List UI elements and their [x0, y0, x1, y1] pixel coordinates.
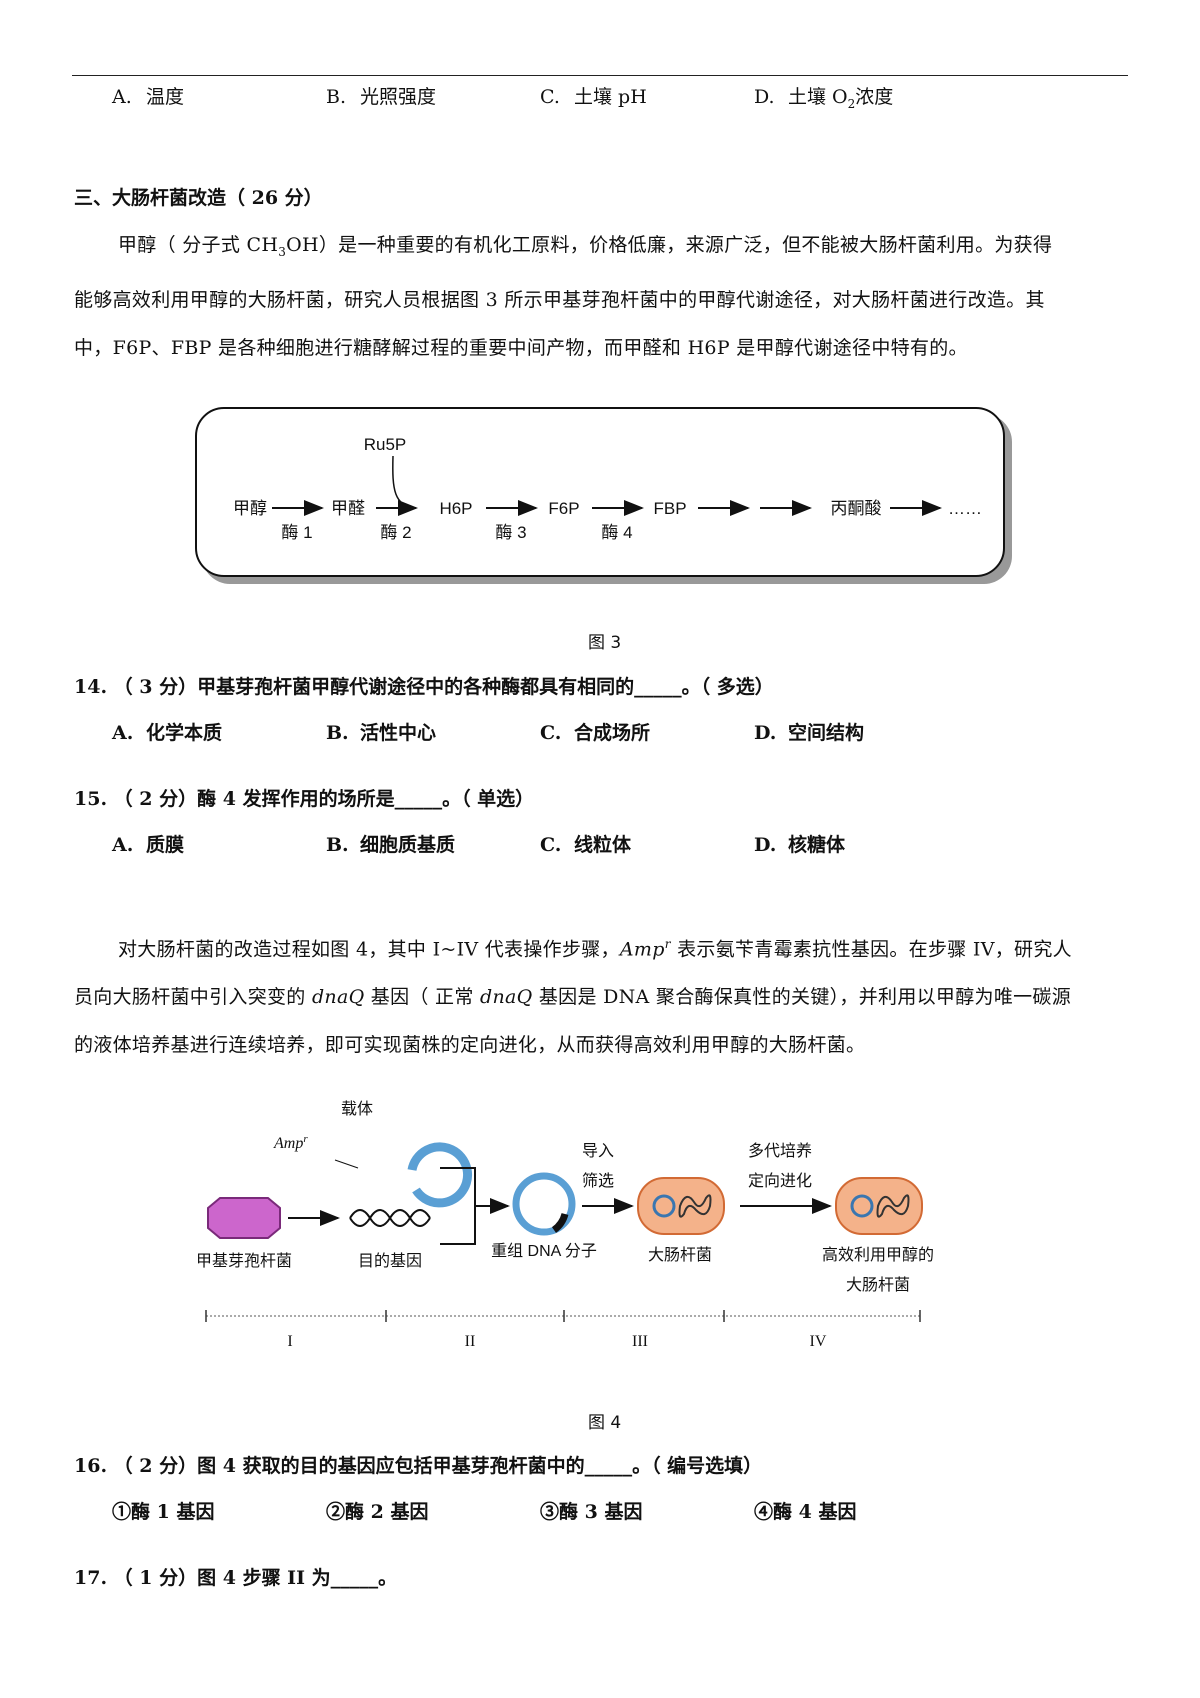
- q14-option-c[interactable]: C.合成场所: [540, 722, 651, 744]
- q16-option-1[interactable]: ①酶 1 基因: [112, 1501, 215, 1523]
- question-16: 16. （ 2 分）图 4 获取的目的基因应包括甲基芽孢杆菌中的_____。（ …: [74, 1455, 763, 1477]
- q16-option-2[interactable]: ②酶 2 基因: [326, 1501, 429, 1523]
- q15-option-a[interactable]: A.质膜: [112, 834, 185, 856]
- question-17: 17. （ 1 分）图 4 步骤 II 为_____。: [74, 1567, 398, 1589]
- enzyme-4-label: 酶 4: [601, 523, 632, 542]
- figure-4-caption: 图 4: [588, 1413, 622, 1433]
- figure-4-process: 载体 Ampr 甲基芽孢杆菌 目的基因 重组 DNA 分子 导入 筛选 大肠杆菌…: [196, 1100, 934, 1350]
- option-a[interactable]: A.温度: [112, 86, 185, 108]
- question-16-options: ①酶 1 基因 ②酶 2 基因 ③酶 3 基因 ④酶 4 基因: [112, 1497, 1112, 1525]
- step-3-label: III: [632, 1333, 648, 1350]
- option-c[interactable]: C.土壤 pH: [540, 86, 647, 108]
- section-title: 三、大肠杆菌改造（ 26 分）: [74, 187, 323, 209]
- amp-pointer: [334, 1159, 359, 1169]
- question-15-options: A.质膜 B.细胞质基质 C.线粒体 D.核糖体: [112, 830, 1112, 858]
- ecoli-chromosome: [678, 1194, 712, 1218]
- vector-plasmid: [407, 1142, 473, 1208]
- amp-label: Ampr: [273, 1133, 308, 1152]
- step-2-label: II: [465, 1333, 476, 1350]
- ru5p-label: Ru5P: [364, 435, 407, 454]
- carrier-label: 载体: [341, 1100, 373, 1118]
- node-fbp: FBP: [653, 499, 686, 518]
- recombinant-plasmid: [512, 1172, 576, 1236]
- culture-label: 多代培养: [748, 1142, 812, 1160]
- figure-3-caption: 图 3: [588, 633, 622, 653]
- figure-3-frame: [195, 407, 1005, 577]
- import-label: 导入: [582, 1142, 614, 1160]
- recombinant-label: 重组 DNA 分子: [491, 1242, 597, 1260]
- bacillus-cell: [207, 1197, 281, 1239]
- intro-paragraph-2: 对大肠杆菌的改造过程如图 4，其中 I~IV 代表操作步骤，Ampr 表示氨苄青…: [74, 937, 1072, 1057]
- question-14-options: A.化学本质 B.活性中心 C.合成场所 D.空间结构: [112, 718, 1112, 746]
- option-b[interactable]: B.光照强度: [326, 86, 437, 108]
- q16-option-3[interactable]: ③酶 3 基因: [540, 1501, 643, 1523]
- target-gene-label: 目的基因: [358, 1252, 422, 1270]
- q15-option-d[interactable]: D.核糖体: [754, 834, 846, 856]
- header-rule: [72, 75, 1128, 76]
- node-f6p: F6P: [548, 499, 579, 518]
- node-h6p: H6P: [439, 499, 472, 518]
- q15-option-c[interactable]: C.线粒体: [540, 834, 632, 856]
- evolved-ecoli-chromosome: [876, 1194, 910, 1218]
- q14-option-a[interactable]: A.化学本质: [112, 722, 223, 744]
- ecoli-plasmid: [652, 1194, 676, 1218]
- question-15: 15. （ 2 分）酶 4 发挥作用的场所是_____。（ 单选）: [74, 788, 535, 810]
- dna-strand-2: [349, 1209, 431, 1227]
- step-1-label: I: [287, 1333, 292, 1350]
- node-ellipsis: ……: [948, 499, 982, 518]
- q14-option-d[interactable]: D.空间结构: [754, 722, 865, 744]
- question-14: 14. （ 3 分）甲基芽孢杆菌甲醇代谢途径中的各种酶都具有相同的_____。（…: [74, 676, 774, 698]
- option-d[interactable]: D.土壤 O2浓度: [754, 86, 894, 111]
- intro-paragraph: 甲醇（ 分子式 CH3OH）是一种重要的有机化工原料，价格低廉，来源广泛，但不能…: [74, 234, 1053, 359]
- node-methanol: 甲醇: [233, 499, 267, 518]
- q15-option-b[interactable]: B.细胞质基质: [326, 834, 456, 856]
- prev-question-options: A.温度 B.光照强度 C.土壤 pH D.土壤 O2浓度: [112, 82, 1112, 111]
- result-label-line1: 高效利用甲醇的: [822, 1246, 934, 1264]
- screen-label: 筛选: [582, 1171, 614, 1190]
- result-label-line2: 大肠杆菌: [846, 1276, 910, 1294]
- step-4-label: IV: [810, 1333, 827, 1350]
- figure-3-pathway: Ru5P 甲醇 甲醛 H6P F6P FBP 丙酮酸 …… 酶 1 酶 2 酶 …: [195, 407, 1012, 584]
- q14-option-b[interactable]: B.活性中心: [326, 722, 437, 744]
- inserted-gene-segment: [551, 1212, 569, 1233]
- q16-option-4[interactable]: ④酶 4 基因: [754, 1501, 857, 1523]
- enzyme-2-label: 酶 2: [380, 523, 411, 542]
- ecoli-label: 大肠杆菌: [648, 1246, 712, 1264]
- enzyme-3-label: 酶 3: [495, 523, 526, 542]
- enzyme-1-label: 酶 1: [281, 523, 312, 542]
- bacillus-label: 甲基芽孢杆菌: [196, 1252, 292, 1270]
- ru5p-arrow: [392, 455, 417, 509]
- node-pyruvate: 丙酮酸: [831, 499, 882, 518]
- evolved-ecoli-plasmid: [850, 1194, 874, 1218]
- evolve-label: 定向进化: [748, 1172, 812, 1190]
- node-formaldehyde: 甲醛: [331, 499, 365, 518]
